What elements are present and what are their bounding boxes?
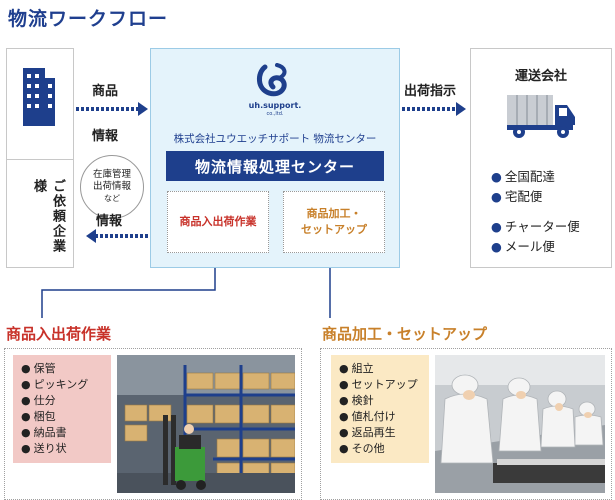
arrow-label-shipping: 出荷指示 (404, 84, 457, 99)
list-item: ●メール便 (491, 239, 555, 254)
client-label: ご依頼企業様 (31, 179, 65, 254)
section-right-list: ●組立 ●セットアップ ●検針 ●値札付け ●返品再生 ●その他 (339, 361, 418, 457)
list-item: ●セットアップ (339, 378, 418, 391)
building-icon (23, 68, 55, 126)
arrowhead-to-center (138, 102, 148, 116)
shipping-services-a: ●全国配達 ●宅配便 (491, 167, 555, 207)
list-item: ●値札付け (339, 410, 396, 423)
list-item: ●全国配達 (491, 169, 555, 184)
list-item: ●チャーター便 (491, 219, 580, 234)
sub-box-processing-line-2: セットアップ (301, 223, 367, 236)
company-logo-icon (257, 63, 287, 97)
factory-photo (435, 355, 605, 493)
arrowhead-to-shipping (456, 102, 466, 116)
list-item: ●保管 (21, 362, 56, 375)
section-left-title: 商品入出荷作業 (6, 325, 112, 343)
section-right-list-bg (331, 355, 429, 463)
list-item: ●検針 (339, 394, 374, 407)
logo-text: uh.support. (248, 101, 302, 110)
connector-left (41, 250, 216, 318)
list-item: ●梱包 (21, 410, 56, 423)
shipping-box: 運送会社 ●全国配達 ●宅配便 ●チャーター便 ●メール便 (470, 48, 612, 268)
section-left-box: ●保管 ●ピッキング ●仕分 ●梱包 ●納品書 ●送り状 (4, 348, 302, 500)
oval-line-1: 在庫管理 (92, 169, 131, 180)
oval-line-2: 出荷情報 (92, 181, 131, 192)
section-left-list-bg (13, 355, 111, 463)
arrowhead-to-client (86, 229, 96, 243)
list-item: ●送り状 (21, 442, 67, 455)
shipping-title: 運送会社 (514, 69, 567, 84)
sub-box-shipping-label: 商品入出荷作業 (179, 215, 257, 228)
list-item: ●その他 (339, 442, 385, 455)
info-oval: 在庫管理 出荷情報 など (80, 155, 144, 219)
logo-sub: co.,ltd. (266, 111, 284, 117)
list-item: ●返品再生 (339, 426, 396, 439)
list-item: ●宅配便 (491, 189, 543, 204)
list-item: ●ピッキング (21, 378, 89, 391)
center-box: uh.support. co.,ltd. 株式会社ユウエッチサポート 物流センタ… (150, 48, 400, 268)
center-banner: 物流情報処理センター (166, 151, 384, 181)
truck-icon (507, 95, 575, 138)
arrow-label-info-in: 情報 (92, 129, 119, 144)
oval-line-3: など (104, 194, 120, 203)
sub-box-processing-line-1: 商品加工・ (306, 207, 362, 220)
client-box: ご依頼企業様 (6, 48, 74, 268)
arrow-label-goods: 商品 (92, 84, 119, 99)
client-divider (7, 159, 73, 160)
shipping-services-b: ●チャーター便 ●メール便 (491, 217, 580, 257)
list-item: ●組立 (339, 362, 374, 375)
page-title: 物流ワークフロー (8, 8, 169, 30)
sub-box-shipping-work: 商品入出荷作業 (167, 191, 269, 253)
warehouse-photo (117, 355, 295, 493)
section-right-box: ●組立 ●セットアップ ●検針 ●値札付け ●返品再生 ●その他 (320, 348, 612, 500)
sub-box-processing: 商品加工・ セットアップ (283, 191, 385, 253)
list-item: ●仕分 (21, 394, 56, 407)
arrow-label-info-out: 情報 (96, 214, 123, 229)
section-right-title: 商品加工・セットアップ (322, 325, 488, 343)
list-item: ●納品書 (21, 426, 67, 439)
section-left-list: ●保管 ●ピッキング ●仕分 ●梱包 ●納品書 ●送り状 (21, 361, 88, 457)
company-name: 株式会社ユウエッチサポート 物流センター (173, 133, 377, 145)
